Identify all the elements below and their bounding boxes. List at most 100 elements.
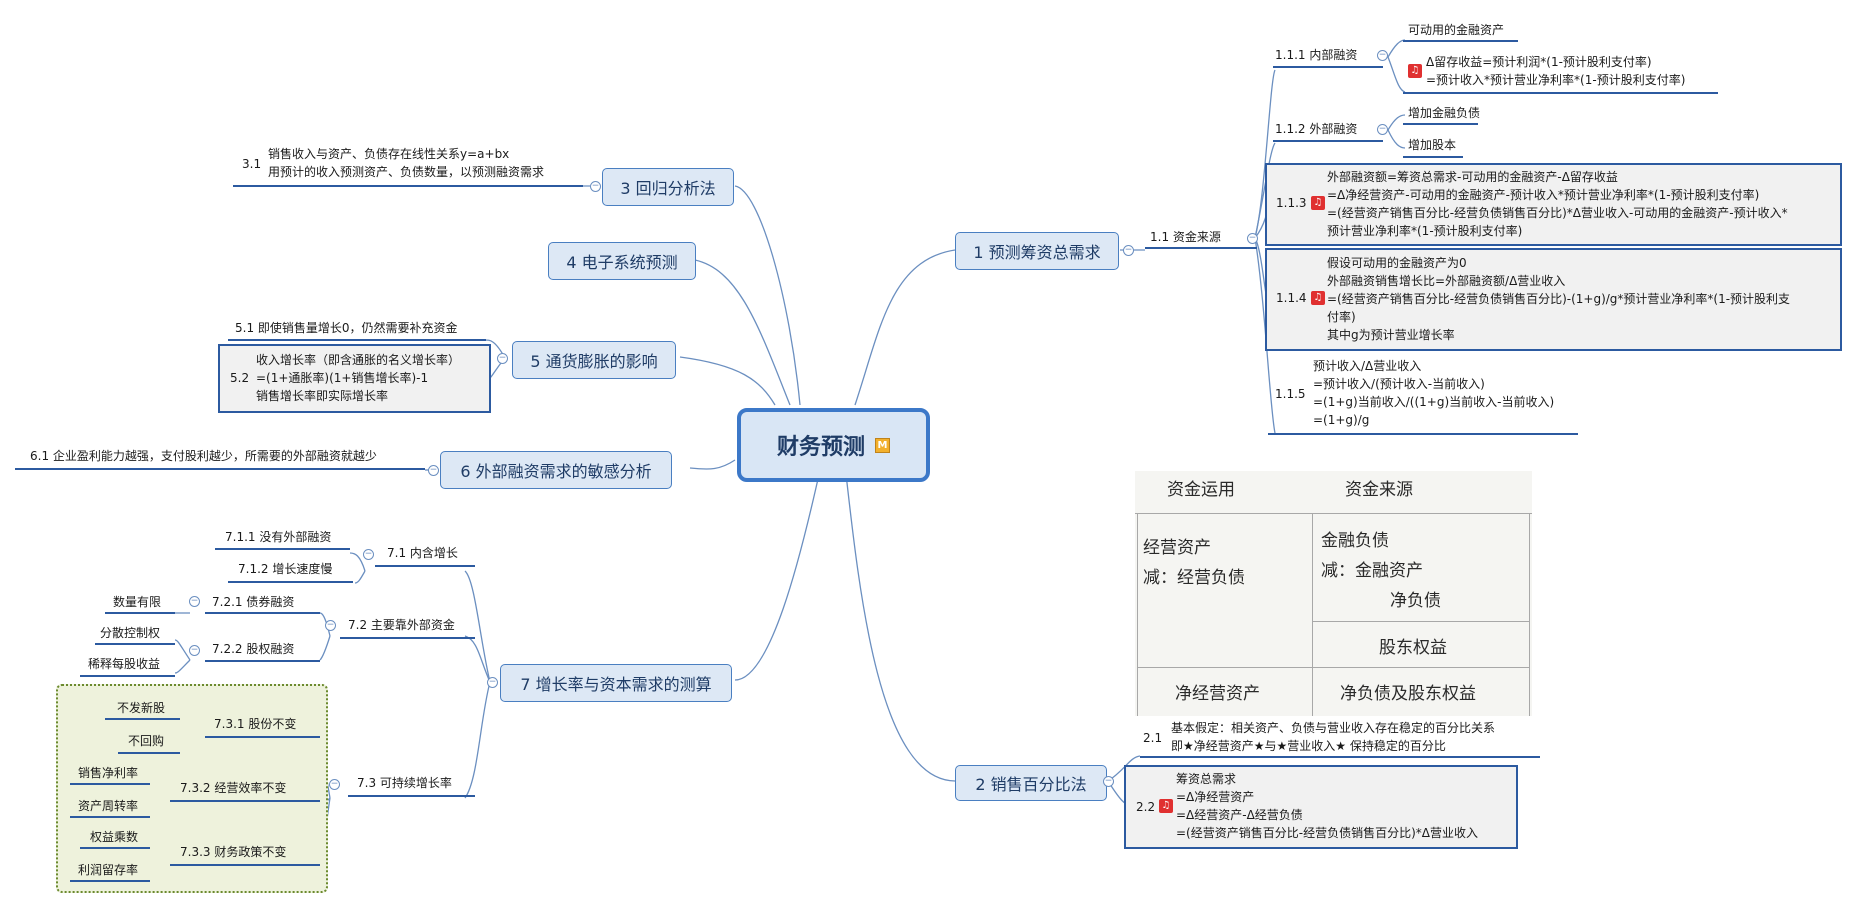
topic-7[interactable]: 7 增长率与资本需求的测算: [500, 664, 732, 702]
line: =(经营资产销售百分比-经营负债销售百分比)*Δ营业收入-可动用的金融资产-预计…: [1327, 206, 1788, 220]
node-1-1-4[interactable]: 1.1.4 ♫ 假设可动用的金融资产为0 外部融资销售增长比=外部融资额/Δ营业…: [1265, 248, 1842, 351]
node-1-1-2-b[interactable]: 增加股本: [1408, 138, 1457, 152]
line: 销售收入与资产、负债存在线性关系y=a+bx: [268, 147, 510, 161]
node-7-1-2[interactable]: 7.1.2 增长速度慢: [238, 562, 333, 576]
node-7-3-1-a[interactable]: 不发新股: [117, 701, 166, 715]
line: =预计收入*预计营业净利率*(1-预计股利支付率): [1426, 73, 1686, 87]
table-cell: 经营资产: [1143, 538, 1211, 558]
collapse-toggle[interactable]: −: [325, 620, 336, 631]
line: =预计收入/(预计收入-当前收入): [1313, 377, 1485, 391]
line: 其中g为预计营业增长率: [1327, 328, 1455, 342]
collapse-toggle[interactable]: −: [1123, 245, 1134, 256]
node-7-1[interactable]: 7.1 内含增长: [387, 546, 458, 560]
node-7-2[interactable]: 7.2 主要靠外部资金: [348, 618, 455, 632]
node-5-2-num: 5.2: [230, 371, 250, 385]
collapse-toggle[interactable]: −: [363, 549, 374, 560]
note-icon: ♫: [1159, 799, 1173, 813]
node-7-1-1[interactable]: 7.1.1 没有外部融资: [225, 530, 332, 544]
line: =(1+g)当前收入/((1+g)当前收入-当前收入): [1313, 395, 1555, 409]
collapse-toggle[interactable]: −: [1377, 124, 1388, 135]
line: 预计收入/Δ营业收入: [1313, 359, 1422, 373]
line: =Δ净经营资产: [1176, 790, 1255, 804]
node-1-1-2-a[interactable]: 增加金融负债: [1408, 106, 1481, 120]
collapse-toggle[interactable]: −: [189, 596, 200, 607]
node-2-2[interactable]: 2.2 ♫ 筹资总需求 =Δ净经营资产 =Δ经营资产-Δ经营负债 =(经营资产销…: [1124, 765, 1518, 849]
line: =(1+通胀率)(1+销售增长率)-1: [256, 371, 429, 385]
topic-3[interactable]: 3 回归分析法: [602, 168, 734, 206]
topic-7-label: 7 增长率与资本需求的测算: [520, 675, 712, 694]
node-7-3-3-b[interactable]: 利润留存率: [78, 863, 139, 877]
collapse-toggle[interactable]: −: [487, 677, 498, 688]
topic-6[interactable]: 6 外部融资需求的敏感分析: [440, 451, 672, 489]
line: 即★净经营资产★与★营业收入★ 保持稳定的百分比: [1171, 739, 1446, 753]
collapse-toggle[interactable]: −: [428, 465, 439, 476]
collapse-toggle[interactable]: −: [329, 779, 340, 790]
node-7-3-2-a[interactable]: 销售净利率: [78, 766, 139, 780]
node-7-3-3-a[interactable]: 权益乘数: [90, 830, 139, 844]
node-7-3-2[interactable]: 7.3.2 经营效率不变: [180, 781, 287, 795]
node-1-1-5-num: 1.1.5: [1275, 387, 1306, 401]
node-1-1-1-a[interactable]: 可动用的金融资产: [1408, 23, 1505, 37]
node-1-1-1[interactable]: 1.1.1 内部融资: [1275, 48, 1358, 62]
line: =(经营资产销售百分比-经营负债销售百分比)*Δ营业收入: [1176, 826, 1478, 840]
collapse-toggle[interactable]: −: [1247, 233, 1258, 244]
line: 用预计的收入预测资产、负债数量，以预测融资需求: [268, 165, 545, 179]
topic-2[interactable]: 2 销售百分比法: [955, 765, 1107, 801]
topic-3-label: 3 回归分析法: [620, 179, 716, 198]
node-7-2-1-a[interactable]: 数量有限: [113, 595, 162, 609]
line: 基本假定：相关资产、负债与营业收入存在稳定的百分比关系: [1171, 721, 1496, 735]
node-5-2[interactable]: 5.2 收入增长率（即含通胀的名义增长率） =(1+通胀率)(1+销售增长率)-…: [218, 344, 491, 413]
table-header-uses: 资金运用: [1167, 480, 1235, 500]
line: Δ留存收益=预计利润*(1-预计股利支付率): [1426, 55, 1652, 69]
collapse-toggle[interactable]: −: [497, 353, 508, 364]
table-cell: 净经营资产: [1175, 684, 1260, 704]
topic-2-label: 2 销售百分比法: [975, 775, 1087, 794]
note-icon: ♫: [1311, 196, 1325, 210]
note-icon: ♫: [1311, 291, 1325, 305]
node-7-3-1-b[interactable]: 不回购: [128, 734, 165, 748]
node-7-3-3[interactable]: 7.3.3 财务政策不变: [180, 845, 287, 859]
node-7-2-1[interactable]: 7.2.1 债券融资: [212, 595, 295, 609]
line: 外部融资额=筹资总需求-可动用的金融资产-Δ留存收益: [1327, 170, 1618, 184]
topic-5[interactable]: 5 通货膨胀的影响: [512, 341, 676, 379]
collapse-toggle[interactable]: −: [189, 645, 200, 656]
node-1-1[interactable]: 1.1 资金来源: [1150, 230, 1221, 244]
balance-table-image: 资金运用 资金来源 经营资产 减：经营负债 金融负债 减：金融资产 净负债 股东…: [1135, 471, 1532, 716]
node-3-1-num: 3.1: [242, 157, 262, 171]
topic-4[interactable]: 4 电子系统预测: [548, 242, 696, 280]
collapse-toggle[interactable]: −: [1377, 50, 1388, 61]
node-7-3-2-b[interactable]: 资产周转率: [78, 799, 139, 813]
table-cell: 金融负债: [1321, 531, 1389, 551]
node-1-1-3-num: 1.1.3: [1276, 196, 1307, 210]
node-7-2-2[interactable]: 7.2.2 股权融资: [212, 642, 295, 656]
table-header-sources: 资金来源: [1345, 480, 1413, 500]
node-1-1-4-num: 1.1.4: [1276, 291, 1307, 305]
table-cell: 股东权益: [1379, 638, 1447, 658]
line: 外部融资销售增长比=外部融资额/Δ营业收入: [1327, 274, 1566, 288]
line: 收入增长率（即含通胀的名义增长率）: [256, 353, 461, 367]
line: 假设可动用的金融资产为0: [1327, 256, 1467, 270]
node-7-3-1[interactable]: 7.3.1 股份不变: [214, 717, 297, 731]
table-cell: 减：金融资产: [1321, 561, 1423, 581]
node-7-3[interactable]: 7.3 可持续增长率: [357, 776, 452, 790]
node-6-1[interactable]: 6.1 企业盈利能力越强，支付股利越少，所需要的外部融资就越少: [30, 449, 377, 463]
central-topic-label: 财务预测: [776, 435, 865, 460]
line: =(经营资产销售百分比-经营负债销售百分比)-(1+g)/g*预计营业净利率*(…: [1327, 292, 1791, 306]
node-1-1-2[interactable]: 1.1.2 外部融资: [1275, 122, 1358, 136]
topic-1[interactable]: 1 预测筹资总需求: [955, 232, 1119, 270]
node-7-2-2-b[interactable]: 稀释每股收益: [88, 657, 161, 671]
marker-icon: M: [875, 437, 890, 453]
node-1-1-3[interactable]: 1.1.3 ♫ 外部融资额=筹资总需求-可动用的金融资产-Δ留存收益 =Δ净经营…: [1265, 163, 1842, 246]
collapse-toggle[interactable]: −: [590, 181, 601, 192]
line: =Δ经营资产-Δ经营负债: [1176, 808, 1303, 822]
line: 筹资总需求: [1176, 772, 1237, 786]
node-5-1[interactable]: 5.1 即使销售量增长0，仍然需要补充资金: [235, 321, 458, 335]
node-7-2-2-a[interactable]: 分散控制权: [100, 626, 161, 640]
topic-6-label: 6 外部融资需求的敏感分析: [460, 462, 652, 481]
central-topic[interactable]: 财务预测 M: [737, 408, 930, 482]
table-cell: 净负债: [1390, 591, 1441, 611]
line: 付率): [1327, 310, 1356, 324]
line: 预计营业净利率*(1-预计股利支付率): [1327, 224, 1523, 238]
collapse-toggle[interactable]: −: [1103, 776, 1114, 787]
note-icon: ♫: [1408, 64, 1422, 78]
